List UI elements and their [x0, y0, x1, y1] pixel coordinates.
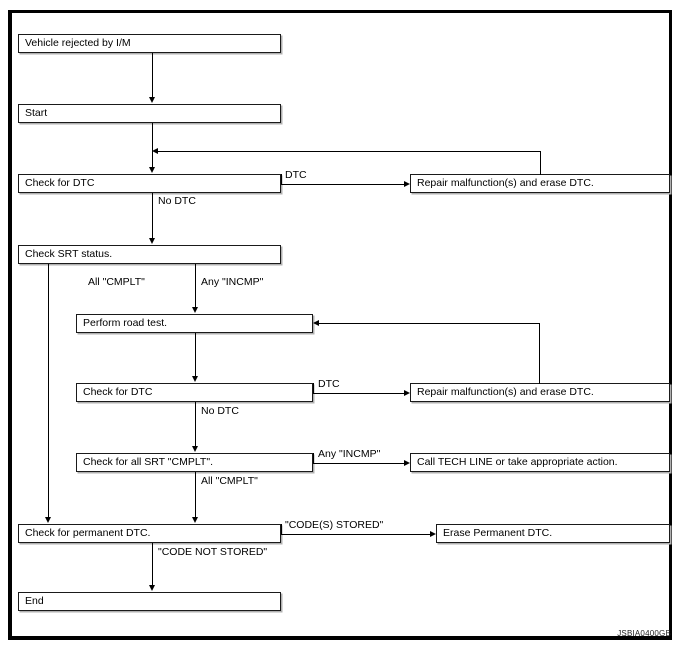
edge-label-dtc-2: DTC [318, 378, 340, 390]
arrowhead-right [404, 459, 410, 466]
edge-start-to-check-dtc-1 [152, 123, 153, 168]
arrowhead-down [148, 167, 155, 173]
arrowhead-down [191, 517, 198, 523]
arrowhead-down [148, 238, 155, 244]
node-label: Check SRT status. [25, 248, 113, 261]
edge-vehicle-to-start [152, 53, 153, 98]
edge-allsrt-stub-vertical [313, 453, 314, 463]
node-label: Repair malfunction(s) and erase DTC. [417, 386, 594, 399]
node-label: End [25, 595, 44, 608]
edge-dtc1-to-repair1 [281, 184, 405, 185]
figure-code: JSBIA0400GB [617, 629, 671, 638]
edge-label-no-dtc-2: No DTC [201, 405, 239, 417]
node-label: Check for DTC [83, 386, 153, 399]
node-label: Check for permanent DTC. [25, 527, 151, 540]
node-label: Erase Permanent DTC. [443, 527, 553, 540]
node-label: Perform road test. [83, 317, 168, 330]
edge-repair1-loop-vertical [540, 151, 541, 175]
node-label: Vehicle rejected by I/M [25, 37, 131, 50]
arrowhead-right [404, 180, 410, 187]
node-check-all-srt-cmplt: Check for all SRT "CMPLT". [76, 453, 313, 472]
node-check-srt-status: Check SRT status. [18, 245, 281, 264]
node-start: Start [18, 104, 281, 123]
edge-label-any-incmp-2: Any "INCMP" [318, 448, 381, 460]
node-repair-1: Repair malfunction(s) and erase DTC. [410, 174, 670, 193]
arrowhead-down [191, 446, 198, 452]
node-label: Check for DTC [25, 177, 95, 190]
edge-roadtest-to-checkdtc2 [195, 333, 196, 377]
edge-dtc2-stub-vertical [313, 383, 314, 393]
node-check-permanent-dtc: Check for permanent DTC. [18, 524, 281, 543]
arrowhead-right [404, 389, 410, 396]
edge-repair1-loop-horizontal [156, 151, 541, 152]
edge-dtc2-to-repair2 [313, 393, 405, 394]
edge-allsrt-to-permanent [195, 472, 196, 518]
node-perform-road-test: Perform road test. [76, 314, 313, 333]
edge-allsrt-to-techline [313, 463, 405, 464]
edge-permanent-to-end [152, 543, 153, 586]
edge-repair2-loop-vertical [539, 323, 540, 384]
node-label: Check for all SRT "CMPLT". [83, 456, 213, 469]
edge-permanent-to-erase [281, 534, 431, 535]
node-erase-permanent-dtc: Erase Permanent DTC. [436, 524, 670, 543]
arrowhead-down [148, 585, 155, 591]
arrowhead-down [44, 517, 51, 523]
node-call-tech-line: Call TECH LINE or take appropriate actio… [410, 453, 670, 472]
node-label: Repair malfunction(s) and erase DTC. [417, 177, 594, 190]
edge-label-all-cmplt-2: All "CMPLT" [201, 475, 258, 487]
node-vehicle-rejected: Vehicle rejected by I/M [18, 34, 281, 53]
arrowhead-left [152, 147, 158, 154]
node-label: Start [25, 107, 48, 120]
node-repair-2: Repair malfunction(s) and erase DTC. [410, 383, 670, 402]
arrowhead-right [430, 530, 436, 537]
edge-dtc1-stub-vertical [281, 174, 282, 184]
edge-permanent-stub-vertical [281, 524, 282, 534]
node-check-dtc-2: Check for DTC [76, 383, 313, 402]
edge-label-codes-stored: "CODE(S) STORED" [285, 519, 384, 531]
edge-srt-any-incmp-vertical [195, 264, 196, 308]
edge-label-any-incmp-1: Any "INCMP" [201, 276, 264, 288]
edge-repair2-loop-horizontal [317, 323, 540, 324]
node-end: End [18, 592, 281, 611]
node-check-dtc-1: Check for DTC [18, 174, 281, 193]
arrowhead-down [191, 376, 198, 382]
arrowhead-down [191, 307, 198, 313]
arrowhead-left [313, 319, 319, 326]
arrowhead-down [148, 97, 155, 103]
edge-checkdtc2-to-allsrt [195, 402, 196, 447]
edge-checkdtc1-to-srt [152, 193, 153, 239]
edge-label-all-cmplt-1: All "CMPLT" [88, 276, 145, 288]
node-label: Call TECH LINE or take appropriate actio… [417, 456, 618, 469]
edge-label-no-dtc-1: No DTC [158, 195, 196, 207]
edge-label-dtc-1: DTC [285, 169, 307, 181]
edge-srt-all-cmplt-vertical [48, 264, 49, 518]
edge-label-code-not-stored: "CODE NOT STORED" [158, 546, 268, 558]
